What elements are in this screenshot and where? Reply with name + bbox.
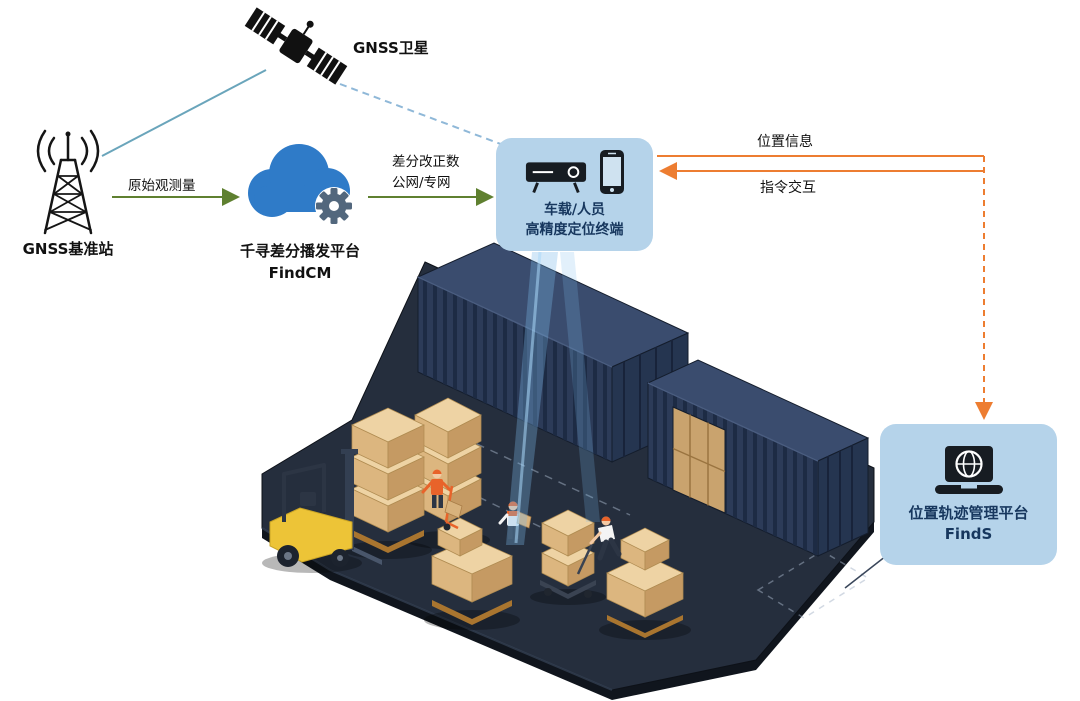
- positioning-beam: [506, 251, 600, 545]
- correction-label-line1: 差分改正数: [392, 154, 460, 170]
- pallet-jack: [540, 509, 596, 599]
- worker-3: [589, 516, 622, 561]
- pallet-single-left: [431, 517, 513, 625]
- hand-truck: [443, 485, 463, 531]
- terminal-label-line1: 车载/人员: [543, 202, 606, 219]
- gear-icon: [316, 188, 352, 224]
- correction-label: 差分改正数 公网/专网: [392, 152, 460, 194]
- finds-panel: 位置轨迹管理平台 FindS: [880, 424, 1057, 565]
- forklift: [269, 449, 382, 567]
- warehouse-scene: [261, 242, 875, 700]
- pallet-single-right: [606, 527, 684, 638]
- cloud-platform-title: 千寻差分播发平台: [239, 242, 360, 260]
- terminal-icons: [524, 148, 626, 196]
- container-open-door: [672, 406, 726, 514]
- worker-1: [421, 469, 463, 531]
- finds-scene-connector: [844, 555, 887, 589]
- command-exchange-label: 指令交互: [760, 180, 816, 196]
- position-info-label: 位置信息: [757, 134, 813, 150]
- laptop-globe-icon: [934, 445, 1003, 494]
- cloud-platform-label: 千寻差分播发平台 FindCM: [208, 241, 392, 285]
- finds-title: 位置轨迹管理平台: [908, 503, 1029, 522]
- pallet-stack-front: [351, 407, 425, 553]
- terminal-panel: 车载/人员 高精度定位终端: [496, 138, 653, 251]
- finds-subtitle: FindS: [944, 524, 993, 543]
- satellite-label: GNSS卫星: [353, 39, 429, 57]
- antenna-tower-icon: [36, 129, 100, 235]
- base-station-label: GNSS基准站: [22, 240, 114, 258]
- satellite-basestation-link: [101, 69, 267, 157]
- cloud-platform-subtitle: FindCM: [268, 263, 332, 282]
- correction-label-line2: 公网/专网: [392, 174, 451, 191]
- cloud-gear-icon: [248, 144, 353, 225]
- raw-observation-label: 原始观测量: [128, 178, 196, 194]
- container-2: [646, 359, 870, 557]
- terminal-label-line2: 高精度定位终端: [525, 222, 624, 238]
- satellite-icon: [244, 7, 348, 85]
- smartphone-icon: [599, 150, 624, 195]
- satellite-terminal-link: [339, 83, 507, 147]
- receiver-box-icon: [525, 162, 586, 194]
